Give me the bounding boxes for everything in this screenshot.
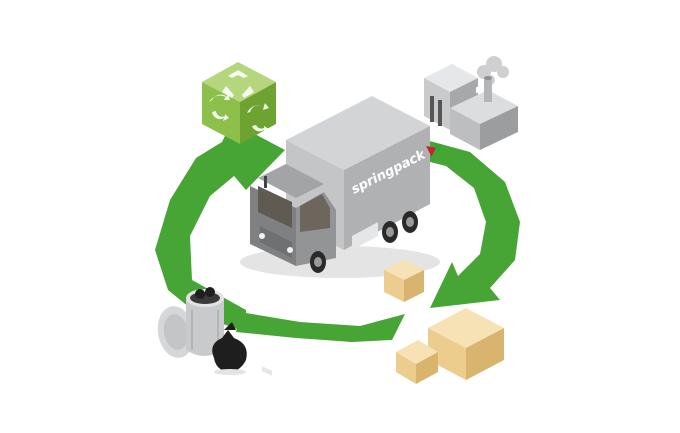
factory-chimney (484, 78, 492, 102)
headlight-left (259, 233, 265, 239)
cab-windshield (258, 186, 292, 228)
arrow-bottom (236, 312, 405, 342)
smoke (477, 56, 509, 85)
box-small-bottom (396, 340, 438, 384)
factory-annex-right (480, 106, 518, 150)
factory (424, 56, 518, 150)
arrow-bottom-body (236, 312, 405, 342)
truck-fuel-tank (352, 222, 378, 250)
truck: springpack (240, 96, 442, 376)
cargo-right (344, 126, 430, 250)
box-large (428, 83, 504, 380)
recycle-icon (209, 70, 269, 133)
factory-annex-top (450, 90, 518, 124)
cab-grille (260, 226, 292, 258)
headlight-right (287, 247, 293, 253)
cube-top (202, 62, 276, 102)
trash-can (186, 287, 224, 356)
box-small-top (384, 260, 424, 302)
license-plate (262, 366, 272, 376)
trash-bag (212, 322, 247, 375)
cab-top (258, 164, 324, 198)
cab-side-window (300, 194, 330, 232)
truck-wheels (310, 211, 418, 273)
factory-annex-left (450, 108, 480, 150)
truck-logo-mark (426, 146, 436, 157)
arrow-right (422, 140, 520, 308)
arrow-right-body (422, 140, 520, 308)
factory-top (424, 64, 478, 92)
recycle-cube (202, 62, 276, 144)
cycle-arrows (155, 122, 520, 342)
arrow-left (155, 122, 285, 332)
cardboard-boxes (384, 83, 504, 384)
trash-can-lid (157, 306, 195, 358)
cargo-top (286, 96, 430, 170)
trash (157, 287, 247, 375)
cube-left (202, 82, 240, 144)
arrow-left-body (155, 122, 285, 332)
